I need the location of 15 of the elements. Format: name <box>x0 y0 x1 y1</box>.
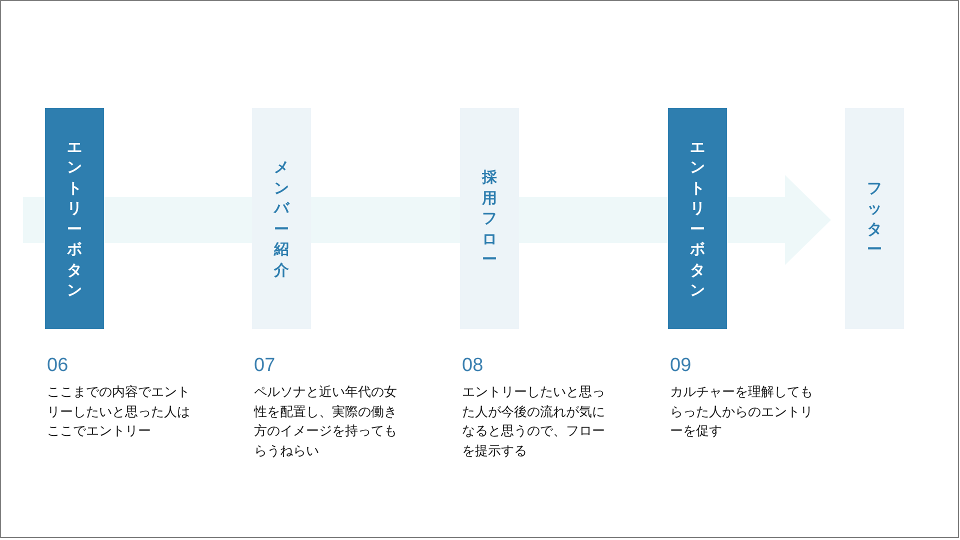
step-label: エントリーボタン <box>690 136 706 300</box>
step-label: エントリーボタン <box>66 136 82 300</box>
step-label: フッター <box>866 178 882 260</box>
step-description: ここまでの内容でエントリーしたいと思った人はここでエントリー <box>47 384 191 441</box>
step-description: エントリーしたいと思った人が今後の流れが気になると思うので、フローを提示する <box>462 384 606 460</box>
step-number: 06 <box>47 356 68 375</box>
step-label: 採用フロー <box>482 167 498 270</box>
step-number: 09 <box>670 356 692 375</box>
step-box <box>668 108 727 329</box>
step-number: 07 <box>254 356 276 375</box>
step-number: 08 <box>462 356 484 375</box>
step-description: ペルソナと近い年代の女性を配置し、実際の働き方のイメージを持ってもらうねらい <box>254 384 398 460</box>
step-description: カルチャーを理解してもらった人からのエントリーを促す <box>670 384 814 441</box>
step-label: メンバー紹介 <box>274 157 290 280</box>
step-box <box>45 108 104 329</box>
